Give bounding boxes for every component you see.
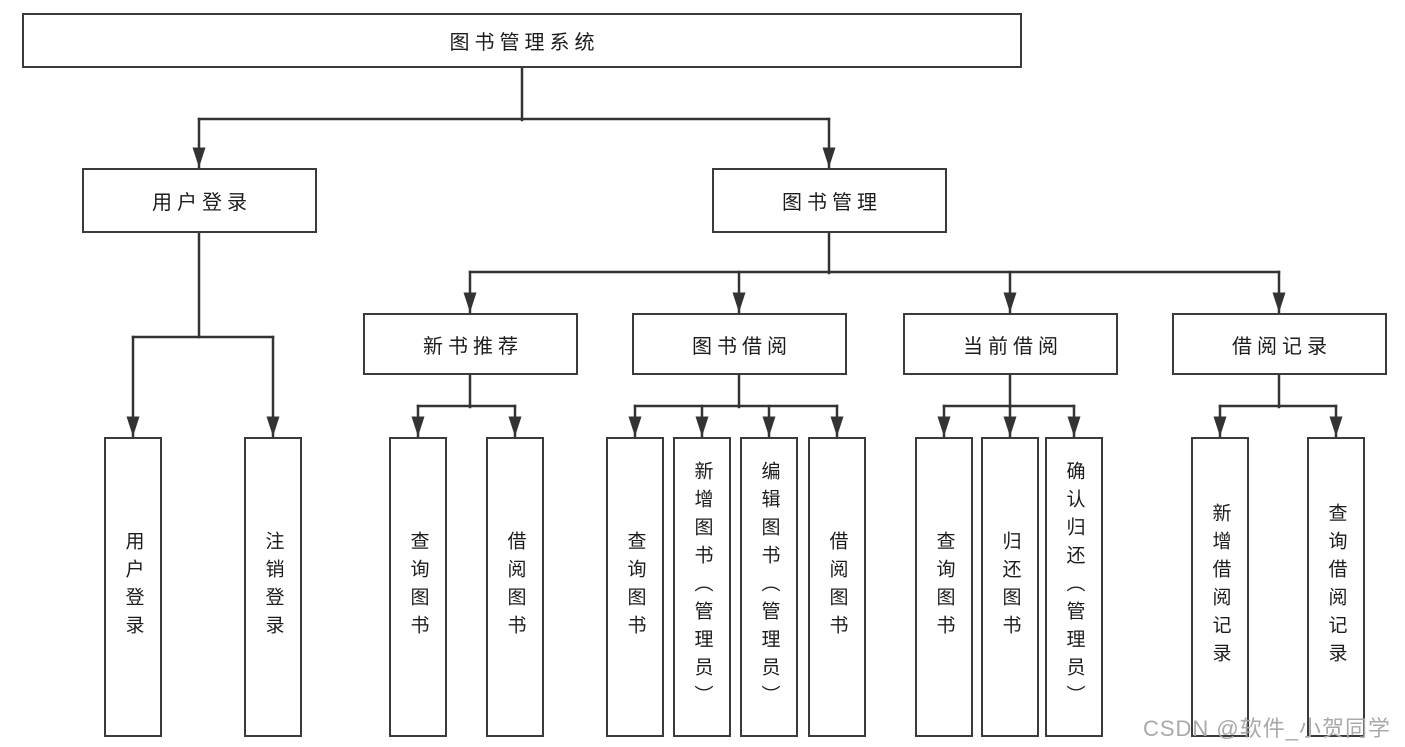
leaf-label: 查询图书 [407, 531, 429, 643]
node-label: 用户登录 [152, 192, 252, 214]
node-book-management: 图书管理 [712, 168, 947, 233]
leaf-label: 新增借阅记录 [1209, 503, 1231, 671]
leaf-label: 查询图书 [624, 531, 646, 643]
leaf-logout: 注销登录 [244, 437, 302, 737]
leaf-label: 注销登录 [262, 531, 284, 643]
leaf-label: 用户登录 [122, 531, 144, 643]
leaf-add-books-admin: 新增图书（管理员） [673, 437, 731, 737]
leaf-query-books-current: 查询图书 [915, 437, 973, 737]
leaf-label: 编辑图书（管理员） [758, 461, 780, 713]
node-label: 图书管理系统 [449, 32, 600, 54]
node-book-borrow: 图书借阅 [632, 313, 847, 375]
node-current-borrow: 当前借阅 [903, 313, 1118, 375]
leaf-query-books-borrow: 查询图书 [606, 437, 664, 737]
leaf-label: 借阅图书 [826, 531, 848, 643]
leaf-label: 确认归还（管理员） [1063, 461, 1085, 713]
leaf-label: 查询图书 [933, 531, 955, 643]
node-label: 借阅记录 [1232, 335, 1332, 358]
leaf-return-books: 归还图书 [981, 437, 1039, 737]
node-new-book-recommend: 新书推荐 [363, 313, 578, 375]
node-label: 图书管理 [782, 192, 882, 214]
leaf-label: 新增图书（管理员） [691, 461, 713, 713]
leaf-user-login: 用户登录 [104, 437, 162, 737]
leaf-query-borrow-record: 查询借阅记录 [1307, 437, 1365, 737]
node-label: 新书推荐 [423, 335, 523, 358]
leaf-edit-books-admin: 编辑图书（管理员） [740, 437, 798, 737]
node-borrow-record: 借阅记录 [1172, 313, 1387, 375]
node-user-login: 用户登录 [82, 168, 317, 233]
leaf-query-books-recommend: 查询图书 [389, 437, 447, 737]
node-label: 当前借阅 [963, 335, 1063, 358]
leaf-add-borrow-record: 新增借阅记录 [1191, 437, 1249, 737]
node-label: 图书借阅 [692, 335, 792, 358]
leaf-borrow-books: 借阅图书 [808, 437, 866, 737]
leaf-confirm-return-admin: 确认归还（管理员） [1045, 437, 1103, 737]
leaf-borrow-books-recommend: 借阅图书 [486, 437, 544, 737]
csdn-watermark: CSDN @软件_小贺同学 [1142, 716, 1391, 741]
leaf-label: 借阅图书 [504, 531, 526, 643]
leaf-label: 查询借阅记录 [1325, 503, 1347, 671]
leaf-label: 归还图书 [999, 531, 1021, 643]
node-library-system: 图书管理系统 [22, 13, 1022, 68]
